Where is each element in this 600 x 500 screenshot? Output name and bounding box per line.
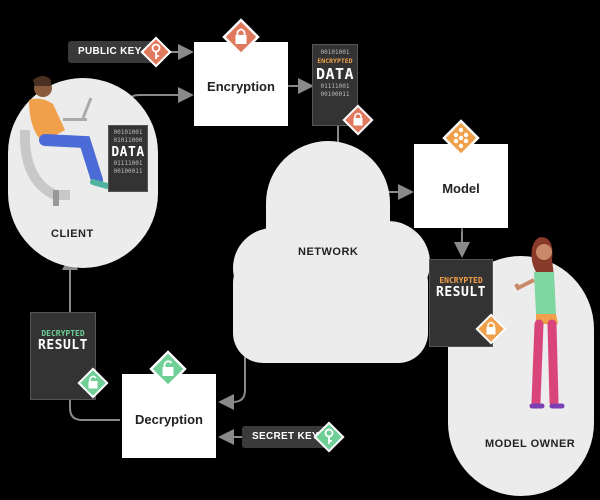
encrypted-data-bits-top: 00101001 (320, 49, 350, 56)
client-data-card: 00101001 01011000 DATA 01111001 00100011 (108, 125, 148, 192)
network-cloud (233, 141, 430, 363)
encryption-box: Encryption (194, 42, 288, 126)
key-icon (140, 36, 172, 68)
encrypted-data-bits-bottom-1: 01111001 (320, 83, 350, 90)
model-owner-person-icon (514, 237, 565, 409)
encrypted-data-title: DATA (315, 65, 355, 83)
model-owner-label: MODEL OWNER (485, 438, 576, 450)
arrow-client-to-encryption (129, 87, 194, 103)
data-bits-bottom-1: 01111001 (113, 160, 143, 167)
client-person-icon (19, 76, 110, 206)
key-icon (313, 421, 345, 453)
arrow-decryption-to-result (69, 385, 120, 421)
secret-key-badge: SECRET KEY (242, 426, 332, 448)
decrypted-result-tag: DECRYPTED (41, 329, 85, 338)
decrypted-result-title: RESULT (38, 338, 88, 353)
encrypted-result-tag: ENCRYPTED (439, 276, 483, 285)
data-bits-top-1: 00101001 (113, 129, 143, 136)
data-title: DATA (111, 145, 145, 160)
public-key-label: PUBLIC KEY (78, 46, 142, 57)
encryption-label: Encryption (207, 79, 275, 94)
data-bits-bottom-2: 00100011 (113, 168, 143, 175)
model-box: Model (414, 144, 508, 228)
unlock-icon (77, 367, 109, 399)
lock-icon (475, 313, 507, 345)
public-key-badge: PUBLIC KEY (68, 41, 158, 63)
encrypted-result-title: RESULT (436, 285, 486, 300)
lock-icon (342, 104, 374, 136)
data-bits-top-2: 01011000 (113, 137, 143, 144)
secret-key-label: SECRET KEY (252, 431, 319, 442)
unlock-icon (149, 350, 187, 388)
decryption-box: Decryption (122, 374, 216, 458)
decryption-label: Decryption (135, 412, 203, 427)
encrypted-data-bits-bottom-2: 00100011 (320, 91, 350, 98)
model-label: Model (442, 181, 480, 196)
encrypted-data-tag: ENCRYPTED (317, 57, 353, 65)
client-label: CLIENT (51, 228, 94, 240)
model-icon (442, 119, 480, 157)
network-label: NETWORK (298, 246, 359, 258)
lock-icon (222, 18, 260, 56)
